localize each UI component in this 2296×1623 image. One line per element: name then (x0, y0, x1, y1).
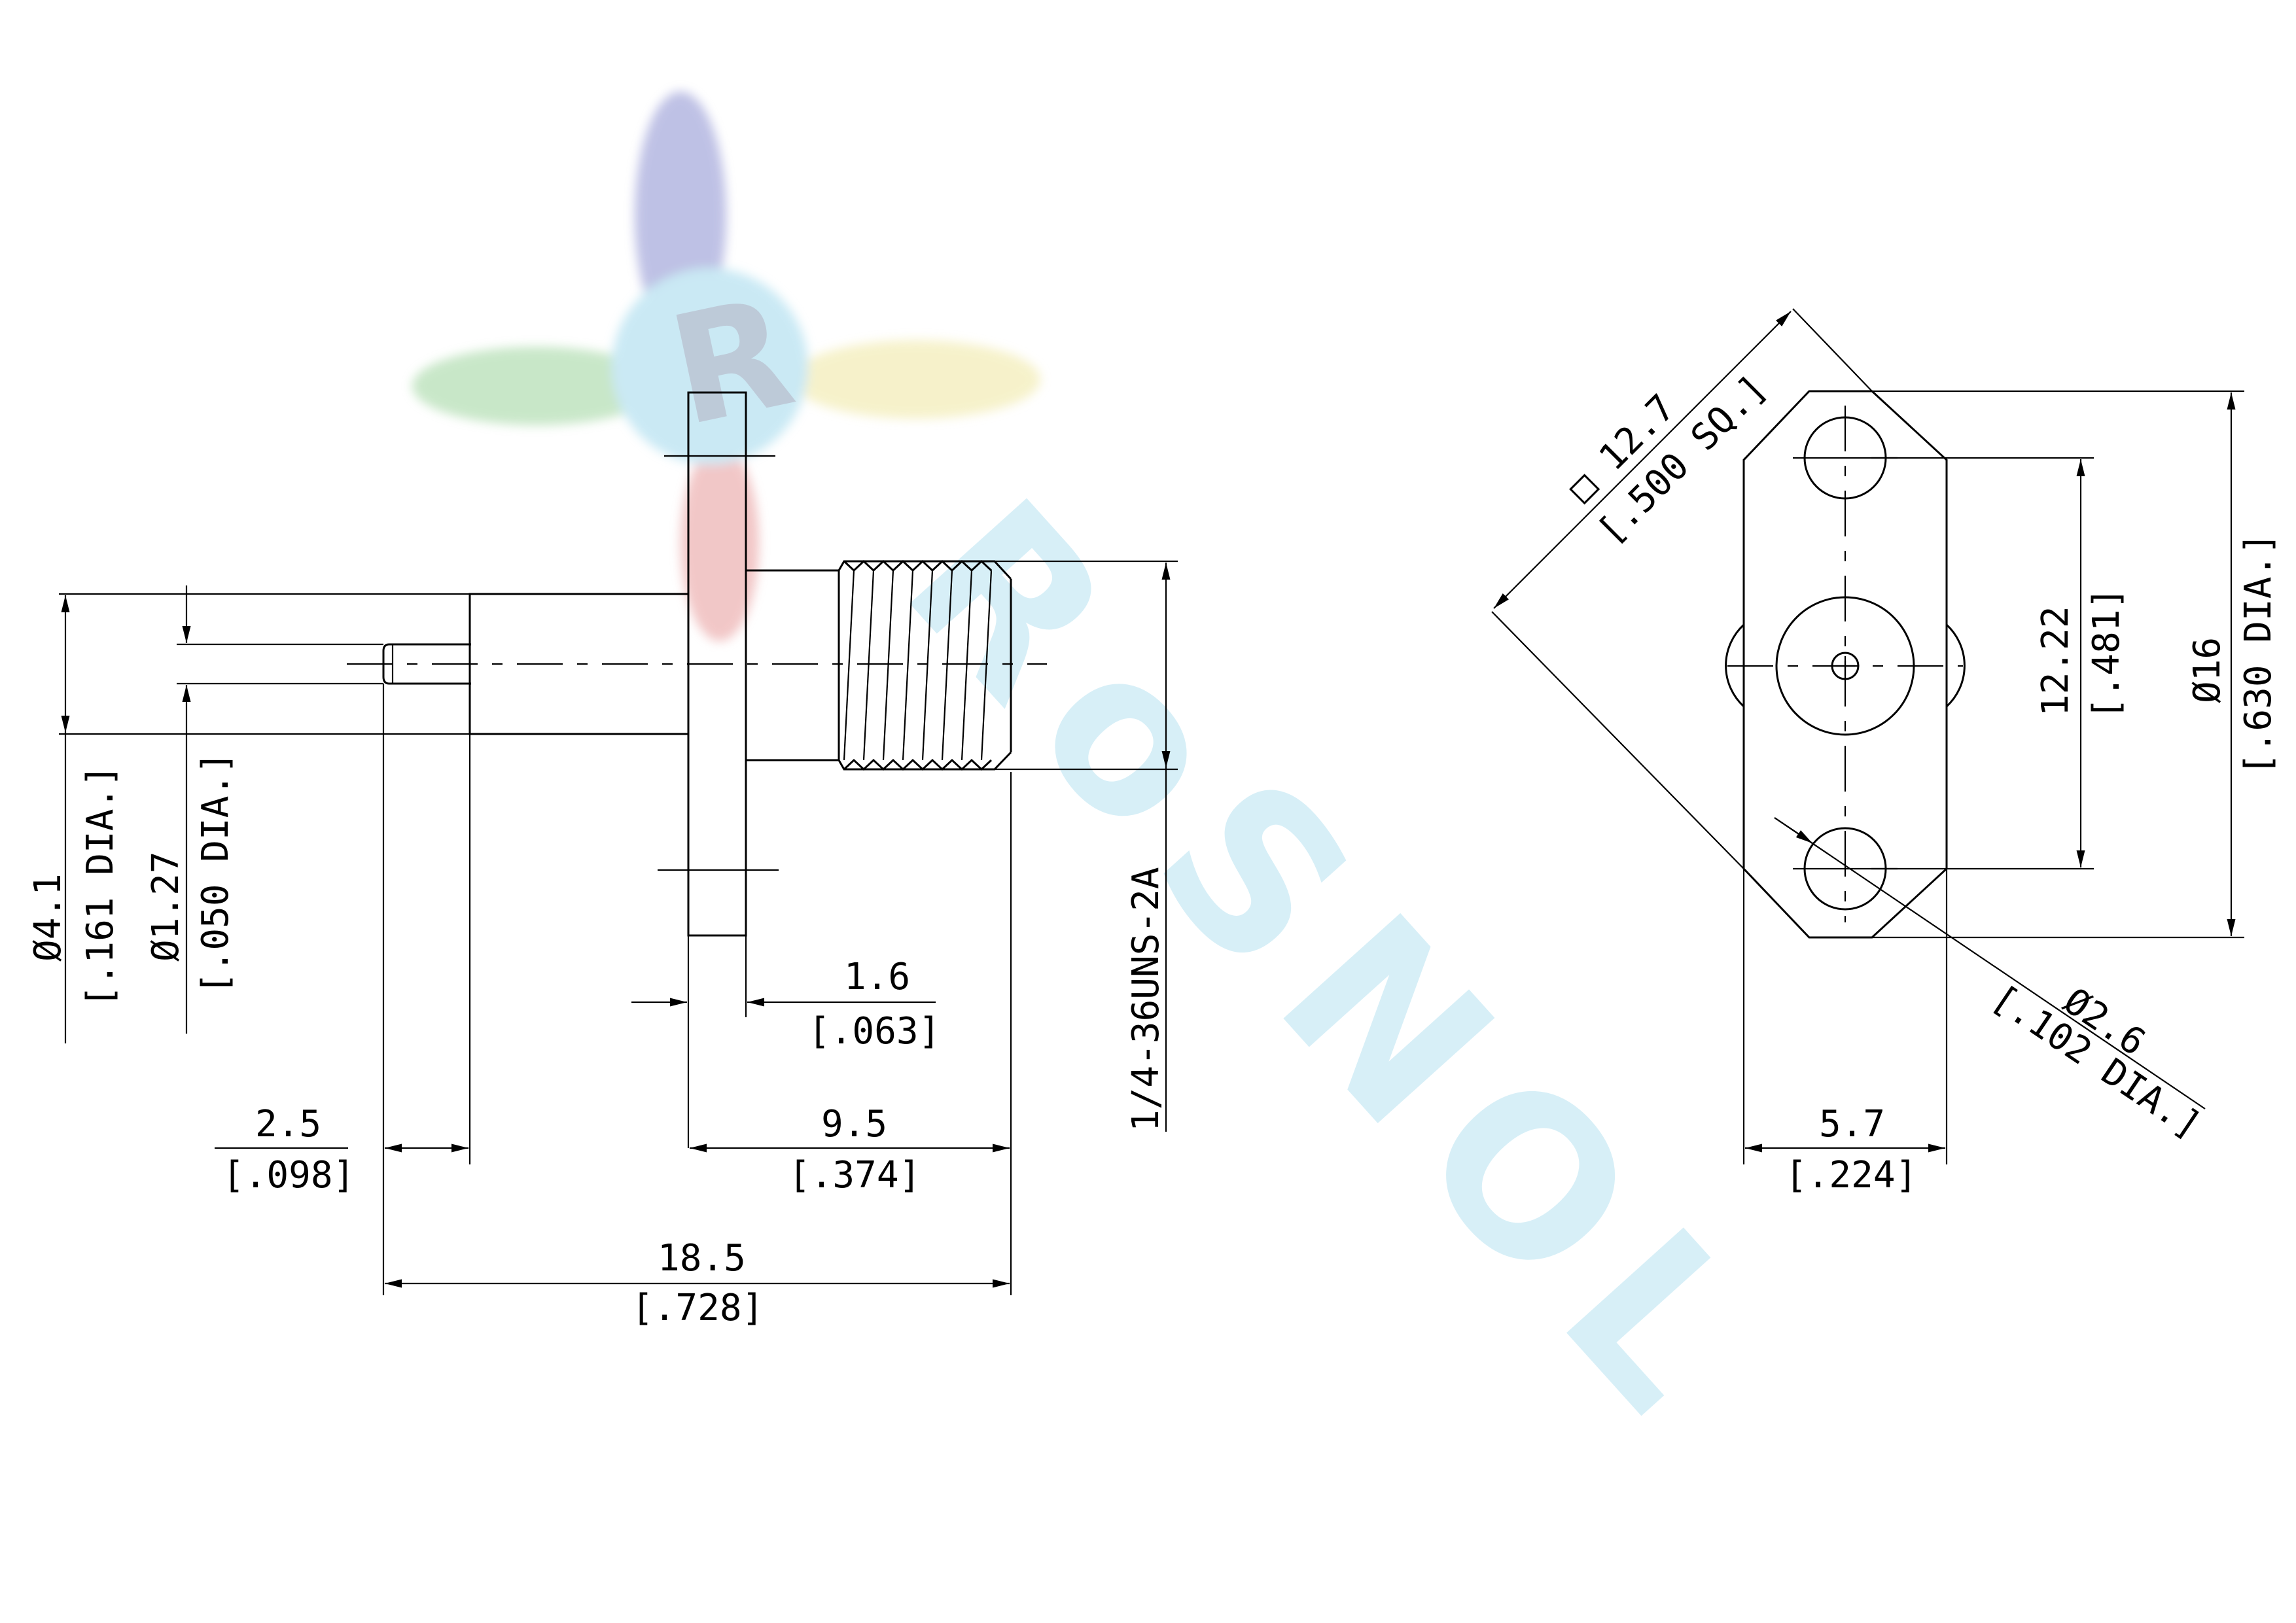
dim-57-inch: [.224] (1785, 1154, 1917, 1196)
dim-d25-value: 2.5 (255, 1103, 321, 1145)
thread-helix-lines (843, 570, 993, 761)
watermark-center-circle (612, 268, 808, 464)
dim-sq-ext-1 (1792, 308, 1873, 392)
dim-d16-value: 1.6 (844, 956, 910, 998)
dim-d41-value: Ø4.1 (27, 873, 69, 962)
thread-outline-top (838, 560, 1012, 580)
receptacle-outer-arc-left (1725, 623, 1745, 708)
dim-d127-inch: [.050 DIA.] (194, 752, 237, 994)
dim-d16-inch: [.063] (808, 1010, 940, 1053)
dim-d185-value: 18.5 (658, 1237, 746, 1280)
dim-sq-line (1493, 311, 1792, 609)
dim-d95-value: 9.5 (821, 1103, 887, 1145)
dim-d25-inch: [.098] (222, 1154, 355, 1196)
receptacle-outer-arc-right (1945, 623, 1966, 708)
dim-thread-value: 1/4-36UNS-2A (1125, 867, 1167, 1132)
dim-1222-value: 12.22 (2034, 606, 2077, 716)
thread-body (746, 569, 840, 761)
side-view: Ø4.1 [.161 DIA.] Ø1.27 [.050 DIA.] 2.5 [… (27, 391, 1178, 1329)
front-view: □ 12.7 [.500 SQ.] 12.22 [.481] Ø16 [.630… (1491, 308, 2280, 1196)
dim-57-value: 5.7 (1819, 1103, 1885, 1145)
watermark-red-petal (680, 445, 759, 641)
dim-1222-inch: [.481] (2085, 587, 2128, 720)
dim-d16f-value: Ø16 (2186, 637, 2229, 703)
thread-crests-top (843, 559, 993, 572)
brand-watermark (412, 92, 1040, 641)
dim-d16f-inch: [.630 DIA.] (2237, 532, 2280, 775)
dim-d26-leader (1774, 817, 2206, 1109)
thread-crests-bottom (843, 758, 993, 771)
thread-outline-bottom (838, 751, 1012, 771)
dim-d127-value: Ø1.27 (145, 851, 187, 962)
dim-d185-inch: [.728] (631, 1287, 764, 1329)
watermark-brand-text: RoSNOL (858, 455, 1814, 1476)
dim-d95-inch: [.374] (788, 1154, 921, 1196)
watermark-green-petal (412, 347, 661, 425)
watermark-yellow-petal (792, 340, 1040, 419)
dim-sq-ext-2 (1491, 611, 1744, 869)
dim-d26-arrow (1774, 817, 1813, 844)
dim-d41-inch: [.161 DIA.] (79, 765, 122, 1007)
